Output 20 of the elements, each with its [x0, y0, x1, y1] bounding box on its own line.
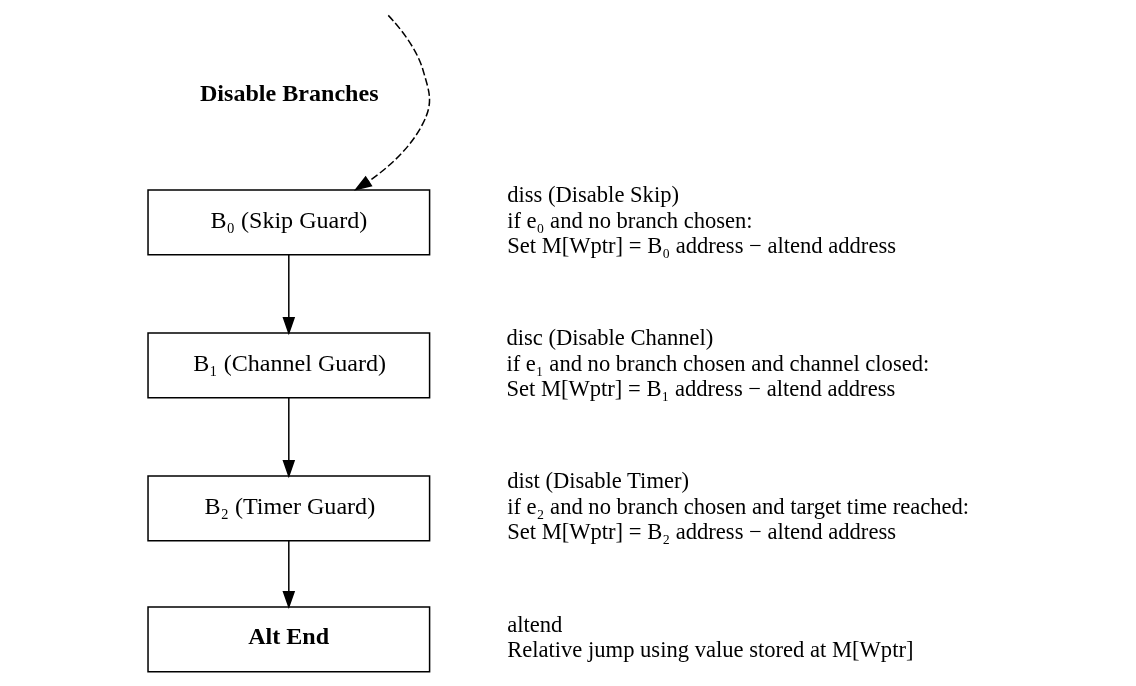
label: Disable Branches: [199, 79, 379, 106]
node-label: if e₂ and no branch chosen and target time reached:: [506, 493, 969, 519]
node-box: B₂ (Timer Guard): [146, 475, 430, 542]
node-label: if e₁ and no branch chosen and channel closed:: [505, 350, 929, 376]
arrow: [281, 397, 295, 479]
node-label: dist (Disable Timer): [506, 468, 689, 494]
arrow: [281, 254, 295, 336]
node-box: Alt End: [146, 606, 430, 673]
node-label: if e₀ and no branch chosen:: [506, 207, 753, 233]
node-label: Set M[Wptr] = B₁ address − altend address: [505, 376, 895, 402]
node-label: diss (Disable Skip): [506, 182, 679, 207]
node-box: B₁ (Channel Guard): [146, 332, 430, 399]
node-label: Relative jump using value stored at M[Wptr]: [506, 637, 913, 663]
arrow: [353, 14, 430, 191]
node-label: altend: [506, 611, 562, 637]
arrow: [281, 540, 295, 610]
node-label: disc (Disable Channel): [505, 325, 713, 351]
node-box: B₀ (Skip Guard): [146, 189, 430, 256]
node-label: Set M[Wptr] = B₂ address − altend address: [506, 519, 896, 545]
node-label: Set M[Wptr] = B₀ address − altend address: [506, 233, 896, 259]
